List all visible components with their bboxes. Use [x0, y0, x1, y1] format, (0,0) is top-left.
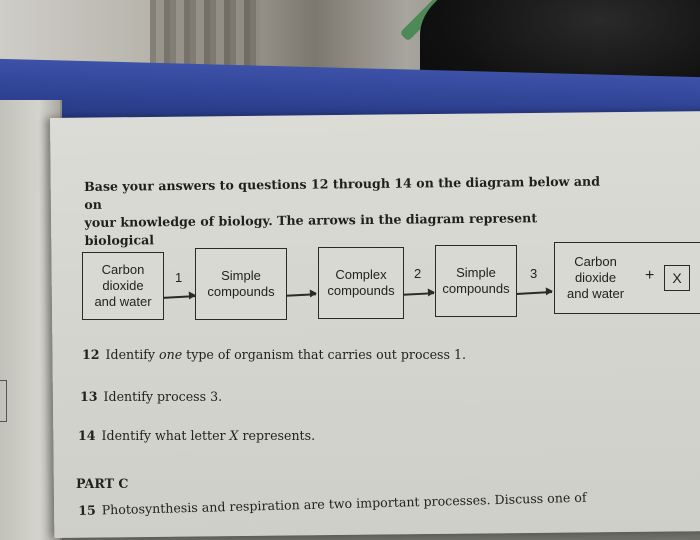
- box-line: compounds: [442, 281, 510, 296]
- diagram-box-simple-compounds: Simple compounds: [195, 248, 287, 320]
- box-line: and water: [94, 294, 152, 309]
- box-line: and water: [567, 286, 625, 301]
- question-text: Identify: [105, 347, 159, 362]
- question-emphasis: one: [159, 347, 183, 362]
- box-line: compounds: [207, 284, 275, 299]
- question-text: type of organism that carries out proces…: [182, 347, 466, 362]
- box-line: Simple: [456, 265, 496, 280]
- process-label-3: 3: [530, 266, 538, 281]
- question-text: Identify what letter: [101, 428, 230, 443]
- box-line: Simple: [221, 268, 261, 283]
- process-label-2: 2: [414, 266, 422, 281]
- process-label-1: 1: [175, 270, 183, 285]
- question-text: represents.: [238, 428, 316, 443]
- unknown-x-box: X: [664, 265, 690, 291]
- question-number: 13: [80, 389, 98, 404]
- question-12: 12 Identify one type of organism that car…: [82, 347, 466, 362]
- box-line: compounds: [327, 283, 395, 298]
- part-c-heading: PART C: [76, 476, 129, 491]
- diagram-box-simple-compounds-2: Simple compounds: [435, 245, 517, 317]
- box-line: Carbon: [574, 254, 617, 269]
- question-emphasis: X: [229, 428, 239, 443]
- diagram-box-carbon-dioxide-water: Carbon dioxide and water: [82, 252, 164, 320]
- question-14: 14 Identify what letter X represents.: [78, 428, 315, 443]
- box-line: dioxide: [574, 270, 617, 285]
- question-number: 15: [78, 502, 96, 518]
- question-number: 14: [78, 428, 96, 443]
- plus-sign: +: [645, 267, 655, 284]
- box-line: Complex: [335, 267, 387, 282]
- left-page-mark: [0, 380, 7, 422]
- diagram-box-complex-compounds: Complex compounds: [318, 247, 404, 319]
- intro-line: your knowledge of biology. The arrows in…: [84, 210, 538, 248]
- question-text: Identify process 3.: [103, 389, 223, 404]
- intro-line: Base your answers to questions 12 throug…: [84, 173, 601, 212]
- question-13: 13 Identify process 3.: [80, 389, 222, 404]
- box-line: Carbon: [101, 262, 145, 277]
- box-line: dioxide: [102, 278, 144, 293]
- diagram-box-products: Carbon dioxide and water: [554, 242, 700, 314]
- question-number: 12: [82, 347, 100, 362]
